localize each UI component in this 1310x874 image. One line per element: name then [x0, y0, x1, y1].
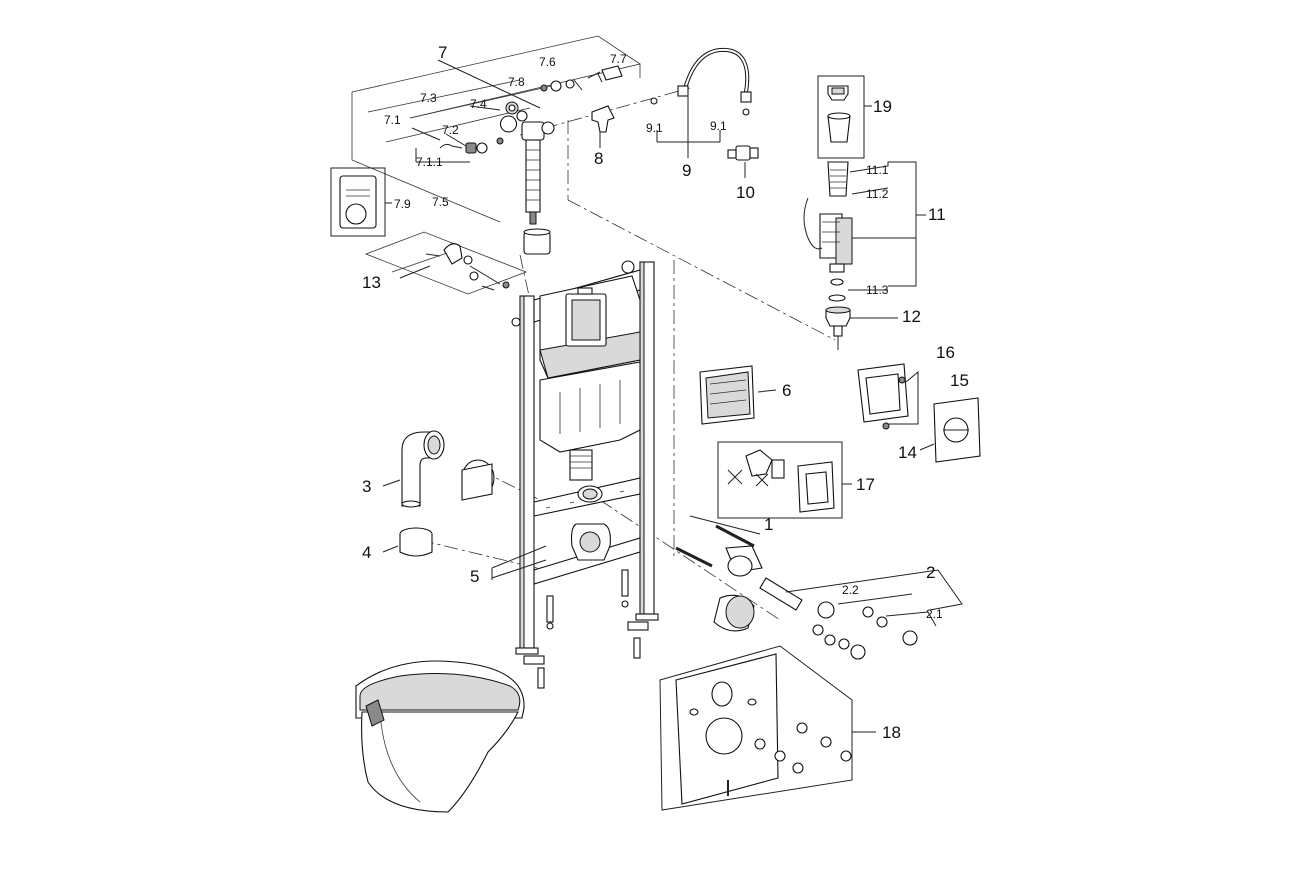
valve-small-parts: [439, 65, 623, 154]
label-5: 5: [470, 567, 479, 586]
connection-pipes-1-2: [675, 515, 963, 660]
label-15: 15: [950, 371, 969, 390]
label-7: 7: [438, 43, 447, 62]
label-13: 13: [362, 273, 381, 292]
label-1: 1: [764, 515, 773, 534]
label-2-2: 2.2: [842, 583, 859, 597]
spare-bag-7-9: [330, 167, 392, 237]
inspection-cover-6: [699, 365, 777, 425]
actuation-plate-group: [857, 363, 981, 463]
inlet-valve-7: [499, 101, 555, 255]
label-9: 9: [682, 161, 691, 180]
label-4: 4: [362, 543, 371, 562]
label-11: 11: [928, 205, 946, 224]
wall-hung-toilet: [355, 660, 525, 813]
label-7-8: 7.8: [508, 75, 525, 89]
label-9-1-right: 9.1: [710, 119, 727, 133]
valve-group-frames: [351, 35, 641, 223]
sound-insulation-18: [659, 645, 876, 811]
label-9-1-left: 9.1: [646, 121, 663, 135]
label-11-3: 11.3: [866, 283, 889, 297]
kit-box-17: [717, 441, 852, 519]
angle-valve-10: [727, 145, 759, 178]
label-10: 10: [736, 183, 755, 202]
label-7-5: 7.5: [432, 195, 449, 209]
cistern: [539, 275, 641, 503]
label-2-1: 2.1: [926, 607, 943, 621]
label-16: 16: [936, 343, 955, 362]
bracket-8: [591, 105, 615, 148]
label-7-9: 7.9: [394, 197, 411, 211]
label-11-1: 11.1: [866, 163, 889, 177]
part-labels: 7 7.6 7.7 7.8 7.3 7.4 7.1 7.2 7.1.1 7.9 …: [362, 43, 969, 742]
label-2: 2: [926, 563, 935, 582]
label-7-6: 7.6: [539, 55, 556, 69]
waste-plate-5: [491, 523, 611, 580]
leader-lines: [399, 59, 541, 279]
label-17: 17: [856, 475, 875, 494]
label-6: 6: [782, 381, 791, 400]
label-18: 18: [882, 723, 901, 742]
label-7-4: 7.4: [470, 97, 487, 111]
label-7-1: 7.1: [384, 113, 401, 127]
label-12: 12: [902, 307, 921, 326]
label-14: 14: [898, 443, 917, 462]
label-19: 19: [873, 97, 892, 116]
label-3: 3: [362, 477, 371, 496]
flush-valve-group: [803, 75, 926, 350]
label-7-2: 7.2: [442, 123, 459, 137]
label-7-3: 7.3: [420, 91, 437, 105]
label-11-2: 11.2: [866, 187, 889, 201]
bend-pipe-3-4: [382, 430, 495, 557]
wall-fixing-13: [364, 231, 528, 295]
label-7-7: 7.7: [610, 52, 627, 66]
label-8: 8: [594, 149, 603, 168]
hose-9: [650, 47, 752, 158]
label-7-1-1: 7.1.1: [416, 155, 443, 169]
fixing-bolts: [523, 569, 649, 689]
